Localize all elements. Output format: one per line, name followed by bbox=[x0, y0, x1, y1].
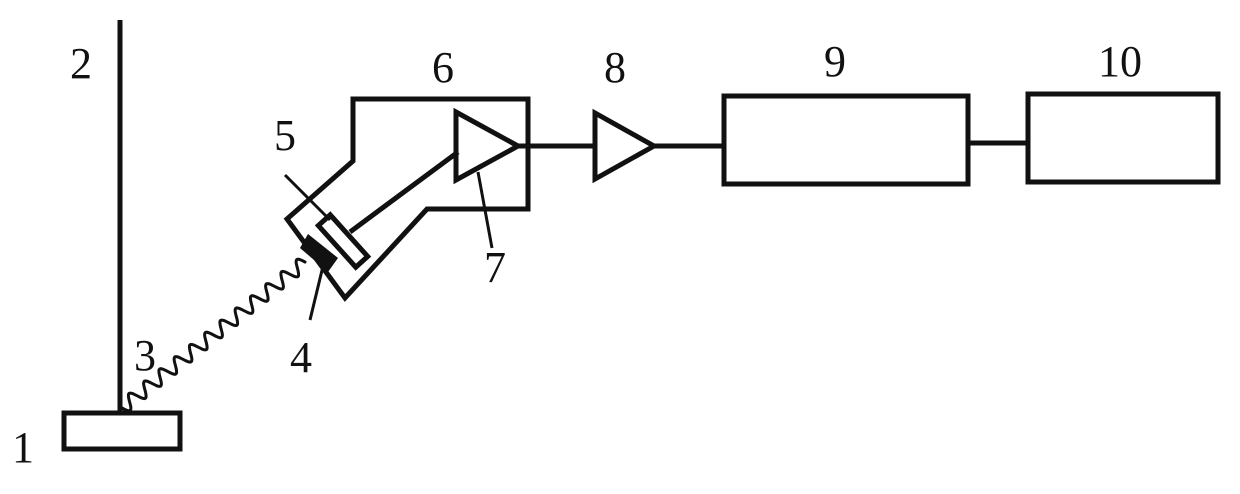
label-7: 7 bbox=[484, 243, 506, 292]
processing-block bbox=[721, 93, 971, 187]
base-block bbox=[61, 410, 183, 452]
label-8: 8 bbox=[604, 43, 626, 92]
label-6: 6 bbox=[432, 43, 454, 92]
label-1: 1 bbox=[12, 423, 34, 472]
label-3: 3 bbox=[134, 331, 156, 380]
output-block bbox=[1025, 91, 1221, 185]
crystal-plate bbox=[314, 211, 372, 271]
housing bbox=[283, 96, 531, 302]
external-amplifier bbox=[592, 108, 660, 184]
label-2: 2 bbox=[70, 39, 92, 88]
sensor-element bbox=[300, 234, 338, 272]
label-4: 4 bbox=[290, 333, 312, 382]
internal-amplifier bbox=[453, 107, 524, 185]
wavy-signal-line bbox=[120, 257, 307, 413]
callout-5-leader bbox=[283, 173, 332, 222]
label-9: 9 bbox=[824, 37, 846, 86]
callout-4-leader bbox=[308, 261, 326, 321]
label-10: 10 bbox=[1098, 37, 1142, 86]
label-5: 5 bbox=[274, 111, 296, 160]
callout-7-leader bbox=[476, 171, 494, 249]
crystal-to-amplifier-wire bbox=[348, 149, 460, 235]
